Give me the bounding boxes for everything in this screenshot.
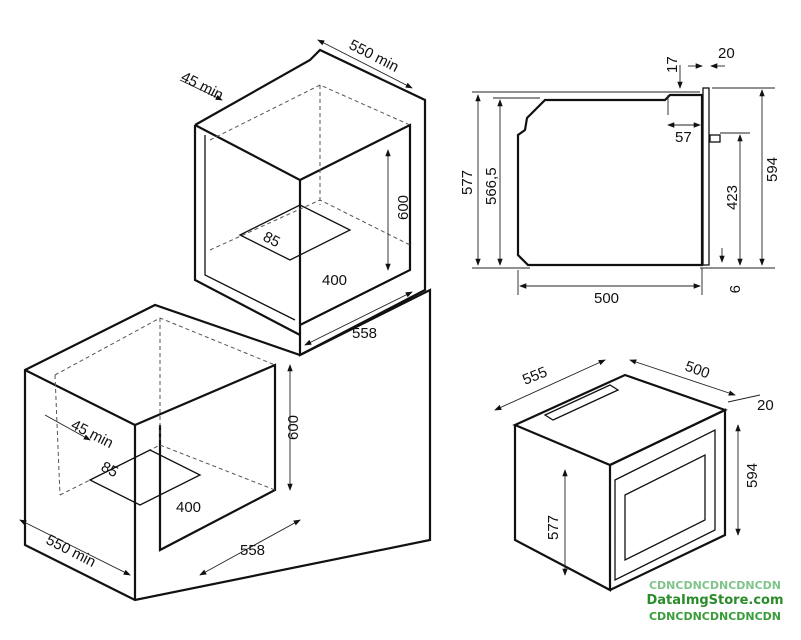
- watermark-line1: CDNCDNCDNCDNCDN: [648, 579, 782, 592]
- oven-perspective-view: [494, 359, 761, 592]
- tall-gap-label: 45 min: [178, 68, 226, 104]
- base-depth-label: 550 min: [43, 531, 98, 570]
- watermark-site: DataImgStore.com: [646, 593, 784, 608]
- side-front-height-label: 594: [764, 157, 781, 182]
- persp-depth-label: 555: [520, 364, 550, 389]
- oven-side-view: [472, 63, 775, 295]
- tall-width-label: 558: [352, 325, 377, 342]
- base-height-label: 600: [285, 415, 302, 440]
- side-total-height-label: 577: [459, 170, 476, 195]
- side-top-gap-label: 17: [664, 56, 681, 73]
- tall-floor-depth-label: 400: [322, 272, 347, 289]
- persp-body-height-label: 577: [545, 515, 562, 540]
- side-control-depth-label: 57: [675, 129, 692, 146]
- side-handle-height-label: 423: [724, 185, 741, 210]
- tall-height-label: 600: [395, 195, 412, 220]
- side-inner-height-label: 566,5: [483, 167, 500, 205]
- base-floor-depth-label: 400: [176, 499, 201, 516]
- base-width-label: 558: [240, 542, 265, 559]
- base-gap-label: 45 min: [68, 416, 116, 452]
- tall-floor-offset-label: 85: [260, 228, 283, 251]
- side-bottom-label: 9: [726, 285, 743, 293]
- left-dimensions: [19, 39, 413, 576]
- side-panel-label: 20: [718, 45, 735, 62]
- persp-panel-label: 20: [757, 397, 774, 414]
- base-floor-offset-label: 85: [98, 458, 121, 481]
- side-depth-label: 500: [594, 290, 619, 307]
- persp-front-height-label: 594: [744, 463, 761, 488]
- watermark-line3: CDNCDNCDNCDNCDN: [648, 610, 782, 623]
- tall-depth-label: 550 min: [346, 36, 401, 75]
